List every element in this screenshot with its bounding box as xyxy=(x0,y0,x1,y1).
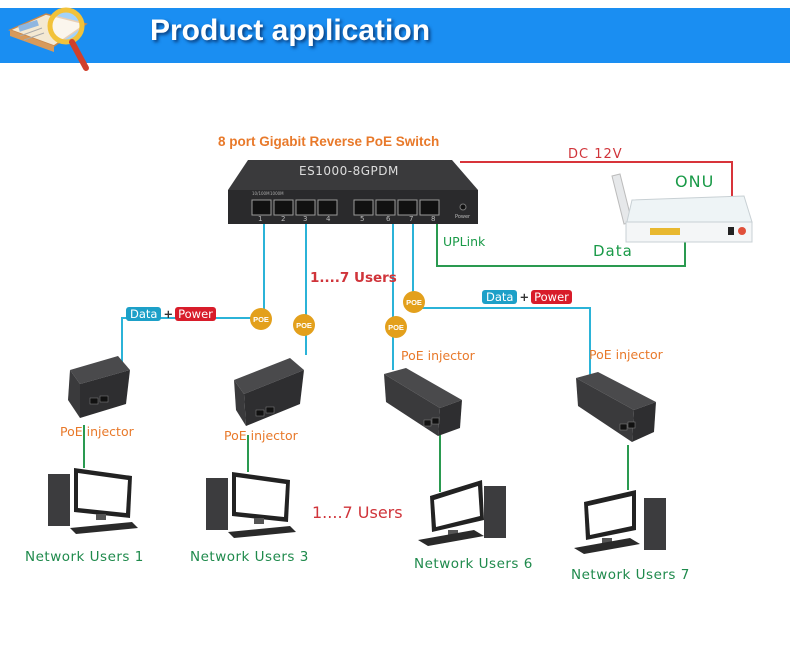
poe-badge: POE xyxy=(250,308,272,330)
users-range-label: 1....7 Users xyxy=(310,270,397,286)
users-range-label-bottom: 1....7 Users xyxy=(312,503,403,522)
port7-line xyxy=(412,224,591,385)
poe-switch xyxy=(228,160,478,224)
switch-speed-label: 10/100M xyxy=(252,191,270,196)
book-magnifier-icon xyxy=(7,7,89,71)
poe-injector-1 xyxy=(68,356,130,418)
network-user-label-3: Network Users 3 xyxy=(190,549,309,565)
poe-badge: POE xyxy=(385,316,407,338)
plus-sign: + xyxy=(519,290,530,304)
data-tag: Data xyxy=(482,290,518,304)
dc-12v-label: DC 12V xyxy=(568,147,623,162)
network-user-label-1: Network Users 1 xyxy=(25,549,144,565)
poe-injector-3 xyxy=(234,358,304,426)
poe-injector-7 xyxy=(576,372,656,442)
port-number: 7 xyxy=(409,215,414,223)
data-power-tag-right: Data + Power xyxy=(482,290,572,304)
poe-badge: POE xyxy=(403,291,425,313)
poe-injector-label: PoE injector xyxy=(401,348,475,363)
port-number: 8 xyxy=(431,215,436,223)
poe-injector-label: PoE injector xyxy=(589,347,663,362)
port-number: 2 xyxy=(281,215,286,223)
port-number: 3 xyxy=(303,215,308,223)
network-user-label-7: Network Users 7 xyxy=(571,567,690,583)
port-number: 1 xyxy=(258,215,263,223)
data-label: Data xyxy=(593,242,633,260)
dc-power-line xyxy=(460,161,733,210)
computer-icon-user6 xyxy=(418,480,506,546)
switch-title: 8 port Gigabit Reverse PoE Switch xyxy=(218,134,440,149)
port1-line xyxy=(121,224,265,368)
poe-injector-label: PoE injector xyxy=(60,424,134,439)
data-tag: Data xyxy=(126,307,162,321)
header-banner xyxy=(0,8,790,63)
power-tag: Power xyxy=(531,290,572,304)
plus-sign: + xyxy=(163,307,174,321)
computer-icon-user7 xyxy=(574,490,666,554)
computer-icon-user1 xyxy=(48,468,138,534)
onu-device xyxy=(611,173,753,243)
switch-speed-label: 1000M xyxy=(270,191,284,196)
switch-ports xyxy=(251,199,440,216)
uplink-label: UPLink xyxy=(443,234,486,249)
computer-icon-user3 xyxy=(206,472,296,538)
power-tag: Power xyxy=(175,307,216,321)
onu-label: ONU xyxy=(675,172,715,191)
port-number: 5 xyxy=(360,215,365,223)
poe-injector-label: PoE injector xyxy=(224,428,298,443)
poe-badge: POE xyxy=(293,314,315,336)
port-number: 4 xyxy=(326,215,331,223)
poe-injector-6 xyxy=(384,368,462,436)
page-title: Product application xyxy=(150,14,431,47)
network-user-label-6: Network Users 6 xyxy=(414,556,533,572)
port-number: 6 xyxy=(386,215,391,223)
data-power-tag-left: Data + Power xyxy=(126,307,216,321)
switch-model: ES1000-8GPDM xyxy=(299,164,399,178)
uplink-data-line xyxy=(436,220,686,267)
power-label: Power xyxy=(455,214,471,220)
